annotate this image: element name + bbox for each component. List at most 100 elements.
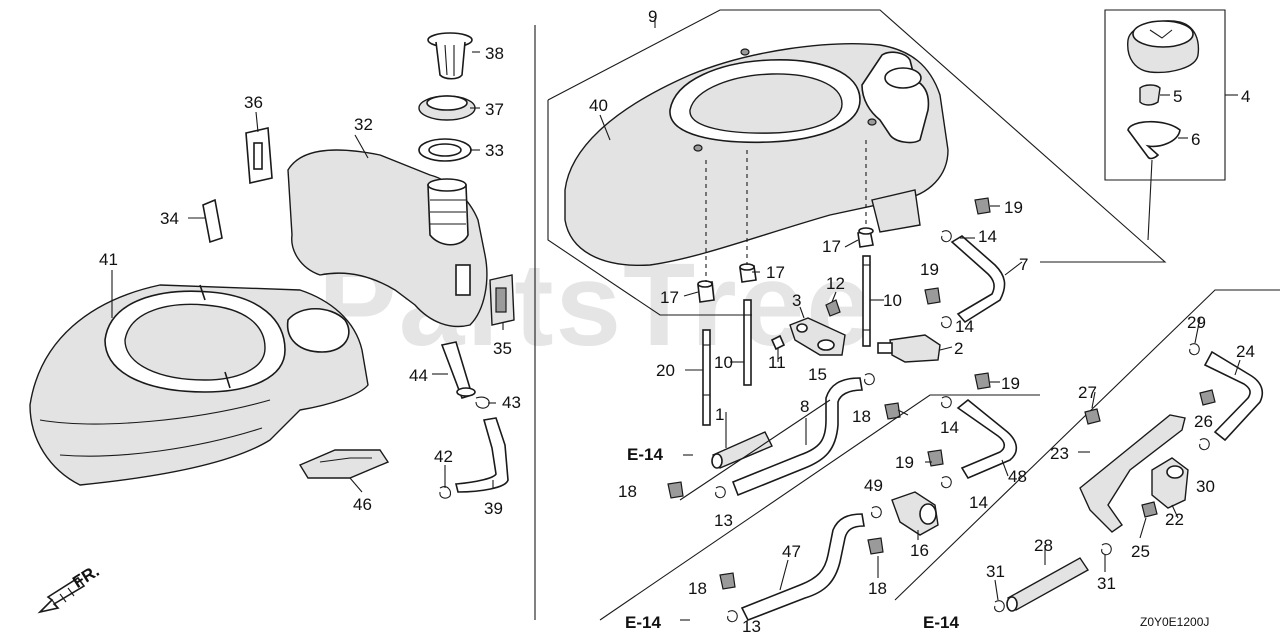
part-44-bolt <box>440 341 476 399</box>
callout-47: 47 <box>782 542 801 561</box>
part-16-joint <box>891 491 939 536</box>
part-40-air-cleaner-housing <box>564 43 949 267</box>
part-35-grommet <box>489 274 515 326</box>
part-10-stud-a <box>862 255 871 347</box>
part-19-clamp-c <box>974 372 991 390</box>
part-14-clip-c <box>941 396 952 409</box>
part-31-clip-b <box>1101 543 1112 556</box>
callout-12: 12 <box>826 274 845 293</box>
callout-19-c: 19 <box>1001 374 1020 393</box>
callout-16: 16 <box>910 541 929 560</box>
part-46-bracket <box>298 449 390 479</box>
part-26-bolt <box>1199 389 1216 406</box>
part-17-nut-c <box>697 280 715 303</box>
callout-31-b: 31 <box>1097 574 1116 593</box>
callout-37: 37 <box>485 100 504 119</box>
part-33-gasket <box>418 138 472 162</box>
callout-18-d: 18 <box>688 579 707 598</box>
callout-19-a: 19 <box>1004 198 1023 217</box>
callout-17-b: 17 <box>766 263 785 282</box>
callout-41: 41 <box>99 250 118 269</box>
callout-9: 9 <box>648 7 657 26</box>
part-2-fuel-valve <box>877 334 941 363</box>
callout-19-b: 19 <box>920 260 939 279</box>
part-15-clip <box>864 373 875 386</box>
cap-leaders <box>1160 94 1188 139</box>
part-27-bolt <box>1084 408 1101 425</box>
part-9-outline-box <box>547 9 1167 316</box>
part-14-clip-b <box>941 316 952 329</box>
part-19-clamp-b <box>924 287 941 305</box>
callout-10-a: 10 <box>883 291 902 310</box>
part-6-tether <box>1127 120 1181 241</box>
callout-36: 36 <box>244 93 263 112</box>
callout-14-b: 14 <box>955 317 974 336</box>
callout-3: 3 <box>792 291 801 310</box>
part-3-bracket <box>789 317 846 356</box>
part-10-stud-b <box>743 299 752 386</box>
callout-43: 43 <box>502 393 521 412</box>
part-28-tube <box>1006 557 1090 612</box>
part-24-fuel-hose <box>1203 350 1264 442</box>
center-leaders <box>599 18 1241 601</box>
part-49-clip <box>871 506 882 519</box>
part-34-clip <box>202 198 223 244</box>
callout-32: 32 <box>354 115 373 134</box>
callout-2: 2 <box>954 339 963 358</box>
callout-6: 6 <box>1191 130 1200 149</box>
part-19-clamp-a <box>974 197 991 215</box>
part-48-fuel-hose <box>956 398 1018 480</box>
callout-34: 34 <box>160 209 179 228</box>
part-19-clamp-d <box>927 449 944 467</box>
callout-13-b: 13 <box>742 617 761 636</box>
callout-13-a: 13 <box>714 511 733 530</box>
callout-40: 40 <box>589 96 608 115</box>
callout-11: 11 <box>768 353 786 372</box>
part-37-nut <box>418 95 476 121</box>
part-31-clip-a <box>994 600 1005 613</box>
part-13-clip-b <box>727 610 738 623</box>
part-7-fuel-hose <box>950 235 1006 324</box>
callout-26: 26 <box>1194 412 1213 431</box>
left-leaders <box>111 51 504 493</box>
part-17-nut-a <box>857 227 874 248</box>
callout-5: 5 <box>1173 87 1182 106</box>
part-30-clip <box>1199 438 1210 451</box>
callout-24: 24 <box>1236 342 1255 361</box>
callout-30: 30 <box>1196 477 1215 496</box>
callout-49: 49 <box>864 476 883 495</box>
front-direction-label: FR. <box>69 561 102 592</box>
part-18-clamp-d <box>719 572 736 590</box>
callout-20: 20 <box>656 361 675 380</box>
part-8-fuel-hose <box>731 377 863 497</box>
part-18-clamp-a <box>884 402 901 420</box>
part-23-bracket <box>1079 414 1186 533</box>
callout-14-a: 14 <box>978 227 997 246</box>
callout-19-d: 19 <box>895 453 914 472</box>
part-47-fuel-hose <box>740 513 865 622</box>
part-43-clamp <box>475 396 490 409</box>
part-4-fuel-cap-box <box>1104 9 1238 181</box>
callout-17-a: 17 <box>822 237 841 256</box>
callout-22: 22 <box>1165 510 1184 529</box>
callout-18-c: 18 <box>868 579 887 598</box>
part-29-clip <box>1189 343 1200 356</box>
callout-35: 35 <box>493 339 512 358</box>
callout-29: 29 <box>1187 313 1206 332</box>
callout-4: 4 <box>1241 87 1250 106</box>
part-32-fuel-tank <box>287 149 488 328</box>
callout-48: 48 <box>1008 467 1027 486</box>
callout-18-a: 18 <box>852 407 871 426</box>
part-fuel-cap <box>1127 20 1200 74</box>
front-direction-arrow-icon <box>37 576 86 614</box>
reference-e14-c: E-14 <box>923 613 959 632</box>
callout-15: 15 <box>808 365 827 384</box>
part-22-valve <box>1151 457 1189 509</box>
part-25-bolt <box>1141 501 1158 518</box>
part-18-clamp-b <box>667 481 684 499</box>
callout-44: 44 <box>409 366 428 385</box>
part-5-filter <box>1139 84 1161 106</box>
callout-25: 25 <box>1131 542 1150 561</box>
part-38-strainer <box>427 32 473 80</box>
